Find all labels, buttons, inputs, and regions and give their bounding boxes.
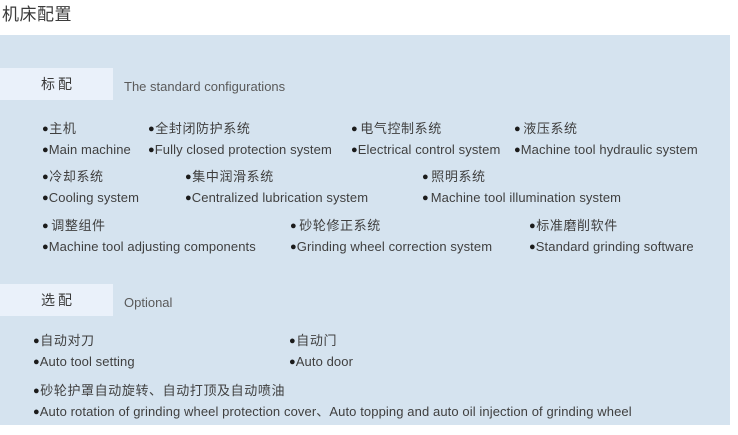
item-label-en: ●Centralized lubrication system <box>185 190 369 205</box>
bullet-icon: ● <box>33 385 41 397</box>
bullet-icon: ● <box>514 123 522 135</box>
bullet-icon: ● <box>33 356 40 368</box>
section-caption-standard: The standard configurations <box>124 79 286 94</box>
item-label-cn: ●集中润滑系统 <box>185 169 274 184</box>
item-label-en: ●Fully closed protection system <box>148 142 332 157</box>
bullet-icon: ● <box>185 171 193 183</box>
list-item: ●砂轮护罩自动旋转、自动打顶及自动喷油 ●Auto rotation of gr… <box>33 380 738 423</box>
item-row: ●冷却系统 ●Cooling system ●集中润滑系统 ●Centraliz… <box>0 166 730 210</box>
list-item: ●主机 ●Main machine <box>42 118 131 161</box>
item-label-en: ●Machine tool hydraulic system <box>514 142 698 157</box>
item-label-en: ●Auto door <box>289 354 354 369</box>
item-label-cn: ●冷却系统 <box>42 169 104 184</box>
item-label-cn: ●液压系统 <box>514 121 578 136</box>
list-item: ●照明系统 ●Machine tool illumination system <box>422 166 621 209</box>
page-title: 机床配置 <box>2 5 72 24</box>
item-label-en: ●Electrical control system <box>351 142 501 157</box>
bullet-icon: ● <box>289 335 297 347</box>
bullet-icon: ● <box>42 220 50 232</box>
bullet-icon: ● <box>42 171 50 183</box>
item-label-cn: ●调整组件 <box>42 218 106 233</box>
item-label-en: ●Cooling system <box>42 190 140 205</box>
bullet-icon: ● <box>148 144 155 156</box>
bullet-icon: ● <box>351 144 358 156</box>
item-label-cn: ●主机 <box>42 121 77 136</box>
item-label-en: ●Standard grinding software <box>529 239 694 254</box>
bullet-icon: ● <box>42 192 49 204</box>
bullet-icon: ● <box>42 241 49 253</box>
bullet-icon: ● <box>422 192 429 204</box>
bullet-icon: ● <box>290 220 298 232</box>
section-caption-optional: Optional <box>124 295 173 310</box>
list-item: ●液压系统 ●Machine tool hydraulic system <box>514 118 698 161</box>
item-label-en: ●Machine tool adjusting components <box>42 239 256 254</box>
list-item: ●冷却系统 ●Cooling system <box>42 166 139 209</box>
item-label-en: ●Machine tool illumination system <box>422 190 622 205</box>
item-label-cn: ●自动对刀 <box>33 333 95 348</box>
item-row: ●自动对刀 ●Auto tool setting ●自动门 ●Auto door <box>0 330 730 374</box>
bullet-icon: ● <box>185 192 192 204</box>
item-label-en: ●Main machine <box>42 142 131 157</box>
item-row: ●主机 ●Main machine ●全封闭防护系统 ●Fully closed… <box>0 118 730 162</box>
configuration-panel: 标配 The standard configurations ●主机 ●Main… <box>0 35 730 425</box>
item-row: ●调整组件 ●Machine tool adjusting components… <box>0 215 730 259</box>
item-label-en: ●Auto rotation of grinding wheel protect… <box>33 404 632 419</box>
list-item: ●标准磨削软件 ●Standard grinding software <box>529 215 694 258</box>
item-label-cn: ●砂轮护罩自动旋转、自动打顶及自动喷油 <box>33 383 286 398</box>
item-label-cn: ●电气控制系统 <box>351 121 442 136</box>
bullet-icon: ● <box>529 241 536 253</box>
item-label-en: ●Grinding wheel correction system <box>290 239 493 254</box>
list-item: ●自动对刀 ●Auto tool setting <box>33 330 135 373</box>
bullet-icon: ● <box>148 123 156 135</box>
section-tag-label-optional: 选配 <box>41 292 75 308</box>
bullet-icon: ● <box>290 241 297 253</box>
item-label-cn: ●标准磨削软件 <box>529 218 618 233</box>
bullet-icon: ● <box>351 123 359 135</box>
item-row: ●砂轮护罩自动旋转、自动打顶及自动喷油 ●Auto rotation of gr… <box>0 380 730 424</box>
item-label-cn: ●自动门 <box>289 333 338 348</box>
list-item: ●调整组件 ●Machine tool adjusting components <box>42 215 256 258</box>
list-item: ●集中润滑系统 ●Centralized lubrication system <box>185 166 368 209</box>
bullet-icon: ● <box>514 144 521 156</box>
section-tag-label-standard: 标配 <box>41 76 75 92</box>
bullet-icon: ● <box>33 406 40 418</box>
bullet-icon: ● <box>33 335 41 347</box>
bullet-icon: ● <box>42 123 50 135</box>
bullet-icon: ● <box>289 356 296 368</box>
list-item: ●砂轮修正系统 ●Grinding wheel correction syste… <box>290 215 492 258</box>
section-tag-standard: 标配 <box>0 68 113 100</box>
bullet-icon: ● <box>529 220 537 232</box>
bullet-icon: ● <box>422 171 430 183</box>
item-label-cn: ●照明系统 <box>422 169 486 184</box>
list-item: ●全封闭防护系统 ●Fully closed protection system <box>148 118 332 161</box>
item-label-cn: ●砂轮修正系统 <box>290 218 381 233</box>
item-label-en: ●Auto tool setting <box>33 354 135 369</box>
item-label-cn: ●全封闭防护系统 <box>148 121 251 136</box>
list-item: ●电气控制系统 ●Electrical control system <box>351 118 500 161</box>
section-tag-optional: 选配 <box>0 284 113 316</box>
bullet-icon: ● <box>42 144 49 156</box>
list-item: ●自动门 ●Auto door <box>289 330 353 373</box>
